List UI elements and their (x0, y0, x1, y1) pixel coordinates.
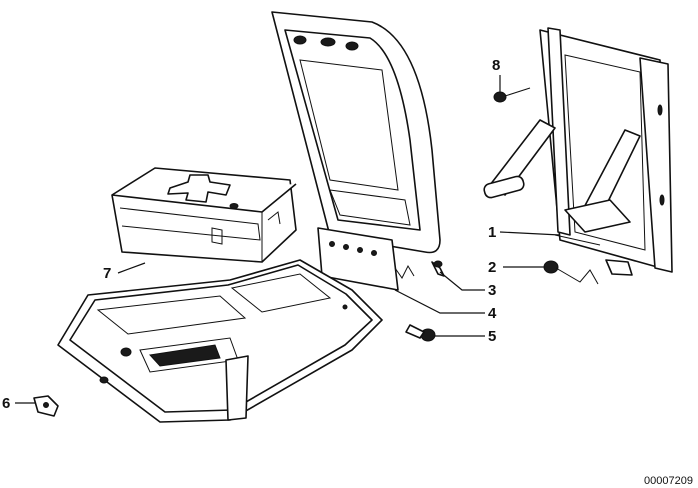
callout-3: 3 (488, 282, 496, 299)
callout-6: 6 (2, 395, 10, 412)
leader-4 (394, 289, 485, 314)
clip (33, 395, 59, 417)
leader-7 (117, 262, 146, 274)
bolt-with-washer (543, 259, 633, 285)
callout-1: 1 (488, 224, 496, 241)
reference-number: 00007209 (644, 475, 693, 487)
first-aid-kit (111, 167, 297, 263)
callout-2: 2 (488, 259, 496, 276)
callout-4: 4 (488, 305, 497, 322)
bolt-bottom (405, 324, 436, 342)
armrest-lid (271, 11, 441, 254)
callout-8: 8 (492, 57, 500, 74)
leader-1 (499, 231, 561, 236)
bolt-top (493, 87, 531, 103)
leader-lines (15, 75, 561, 404)
callout-labels: 1 2 3 4 5 6 7 8 (2, 57, 500, 412)
callout-5: 5 (488, 328, 496, 345)
console-tray (57, 259, 383, 423)
mounting-bracket (483, 27, 673, 273)
hinge-plate (317, 227, 415, 291)
leader-3 (439, 271, 485, 291)
callout-7: 7 (103, 265, 111, 282)
